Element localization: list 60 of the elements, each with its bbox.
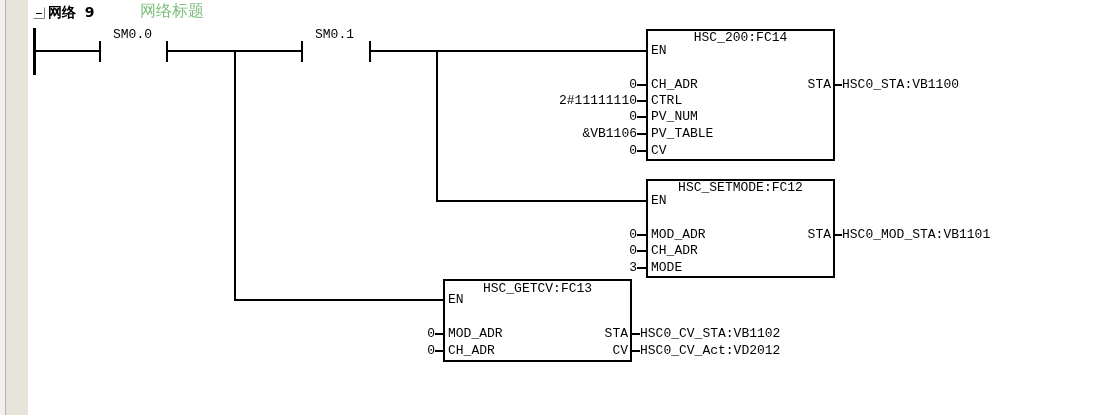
wire <box>636 150 647 152</box>
pin-label: CH_ADR <box>651 244 698 258</box>
parameter-value: 0 <box>427 327 435 341</box>
pin-label: PV_NUM <box>651 110 698 124</box>
pin-label: MOD_ADR <box>651 228 706 242</box>
wire <box>434 333 444 335</box>
function-block <box>646 179 835 278</box>
contact-label: SM0.1 <box>315 29 354 41</box>
pin-label: CV <box>612 344 628 358</box>
margin-bar <box>0 0 28 415</box>
wire <box>834 84 843 86</box>
block-title: HSC_SETMODE:FC12 <box>677 181 804 195</box>
block-title: HSC_200:FC14 <box>692 31 789 45</box>
pin-label: CH_ADR <box>448 344 495 358</box>
wire <box>434 350 444 352</box>
contact-label: SM0.0 <box>113 29 152 41</box>
parameter-value: 0 <box>629 228 637 242</box>
wire <box>636 116 647 118</box>
output-variable: HSC0_CV_Act:VD2012 <box>640 344 781 358</box>
power-rail <box>33 28 36 75</box>
wire <box>636 84 647 86</box>
parameter-value: 2#11111110 <box>559 94 637 108</box>
function-block <box>646 29 835 161</box>
output-variable: HSC0_MOD_STA:VB1101 <box>842 228 991 242</box>
wire <box>167 50 444 301</box>
parameter-value: 0 <box>629 110 637 124</box>
output-variable: HSC0_CV_STA:VB1102 <box>640 327 781 341</box>
pin-label: STA <box>807 228 831 242</box>
wire <box>636 234 647 236</box>
wire <box>370 50 647 202</box>
wire <box>35 50 100 52</box>
wire <box>636 267 647 269</box>
pin-label: CH_ADR <box>651 78 698 92</box>
wire <box>636 250 647 252</box>
parameter-value: 0 <box>629 244 637 258</box>
parameter-value: 3 <box>629 261 637 275</box>
parameter-value: 0 <box>427 344 435 358</box>
pin-label: PV_TABLE <box>651 127 714 141</box>
wire <box>636 100 647 102</box>
parameter-value: 0 <box>629 78 637 92</box>
block-title: HSC_GETCV:FC13 <box>481 282 594 296</box>
function-block <box>443 279 632 362</box>
pin-label: MOD_ADR <box>448 327 503 341</box>
pin-label: CV <box>651 144 667 158</box>
parameter-value: &VB1106 <box>582 127 637 141</box>
pin-label: CTRL <box>651 94 683 108</box>
network-title: 网络 9 <box>48 4 95 20</box>
network-comment: 网络标题 <box>140 1 204 20</box>
wire <box>631 333 641 335</box>
pin-label: MODE <box>651 261 683 275</box>
wire <box>834 234 843 236</box>
pin-label: EN <box>448 293 464 307</box>
wire <box>636 133 647 135</box>
pin-label: STA <box>604 327 628 341</box>
parameter-value: 0 <box>629 144 637 158</box>
pin-label: STA <box>807 78 831 92</box>
output-variable: HSC0_STA:VB1100 <box>842 78 960 92</box>
pin-label: EN <box>651 44 667 58</box>
wire <box>631 350 641 352</box>
pin-label: EN <box>651 194 667 208</box>
